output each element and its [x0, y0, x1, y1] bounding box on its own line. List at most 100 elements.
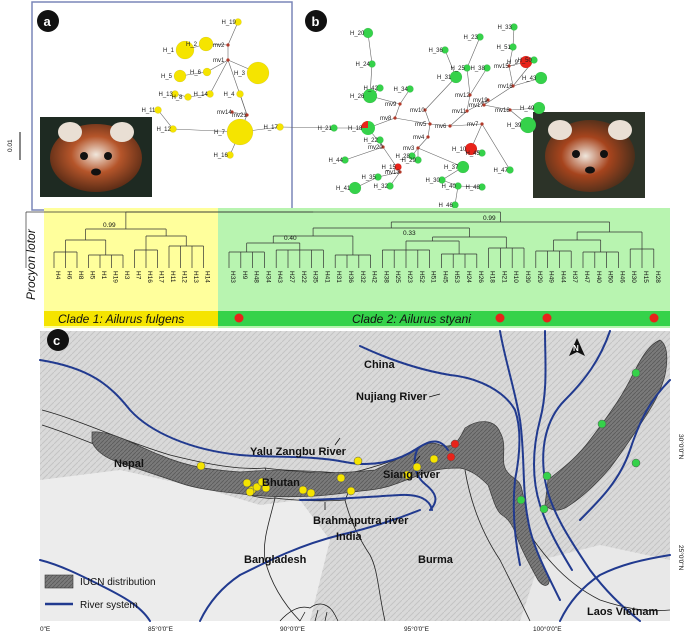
panel-c-label: c [53, 333, 60, 348]
lon-tick: 95°0'0"E [404, 625, 430, 633]
node-circle [478, 183, 486, 191]
clade2-label: Clade 2: Ailurus styani [352, 312, 471, 326]
tip-label: H19 [112, 271, 119, 283]
node-circle [226, 118, 254, 146]
node-label: H_10 [452, 147, 467, 153]
haplotype-node: H_2 [186, 36, 214, 52]
legend-iucn-label: IUCN distribution [80, 577, 156, 588]
node-circle [154, 106, 162, 114]
node-circle [448, 124, 452, 128]
node-label: H_9 [507, 60, 519, 66]
haplotype-node: H_33 [498, 23, 518, 31]
median-vector-node: mv11 [452, 109, 469, 115]
median-vector-node: mv1 [213, 58, 230, 64]
node-label: H_16 [214, 153, 229, 159]
network-edge [483, 104, 511, 111]
haplotype-node: H_20 [350, 27, 374, 39]
median-vector-node: mv2 [213, 43, 230, 49]
tip-label: H50 [607, 271, 614, 283]
network-edge [466, 94, 471, 112]
network-edge [209, 59, 229, 95]
sample-point [631, 368, 641, 378]
node-circle [476, 33, 484, 41]
sample-point [516, 495, 526, 505]
sample-point [336, 473, 346, 483]
haplotype-node: H_45 [466, 149, 486, 157]
network-edge [481, 123, 511, 171]
network-edge [206, 59, 229, 73]
network-edge [394, 103, 401, 119]
bootstrap-node-a: 0.40 [284, 235, 297, 242]
node-label: H_3 [234, 71, 246, 77]
tip-label: H46 [618, 271, 625, 283]
sample-points [196, 368, 641, 514]
tip-label: H16 [146, 271, 153, 283]
sample-point [245, 487, 255, 497]
node-circle [226, 58, 230, 62]
node-label: H_12 [157, 127, 172, 133]
tip-label: H53 [453, 271, 460, 283]
tip-label: H36 [347, 271, 354, 283]
network-edge [508, 65, 514, 87]
tip-label: H8 [77, 271, 84, 280]
network-edges [157, 21, 542, 206]
network-edge [417, 147, 464, 168]
node-label: H_13 [159, 92, 174, 98]
network-edge [227, 21, 239, 46]
tip-label: H12 [181, 271, 188, 283]
node-label: H_6 [190, 70, 202, 76]
map-panel: China Nujiang River Yalu Zangbu River Ne… [39, 329, 685, 633]
network-edge [344, 146, 384, 161]
haplotype-node: H_28 [396, 152, 416, 160]
label-laos-vietnam: Laos Vietnam [587, 606, 659, 618]
node-label: H_19 [222, 20, 237, 26]
node-circle [169, 125, 177, 133]
tip-label: H10 [512, 271, 519, 283]
haplotype-node: H_21 [318, 124, 338, 132]
tip-label: H22 [300, 271, 307, 283]
panel-a-badge [37, 10, 59, 32]
network-edge [466, 99, 489, 112]
haplotype-node: H_17 [264, 123, 284, 131]
node-circle [507, 64, 511, 68]
node-circle [506, 166, 514, 174]
tip-label: H17 [158, 271, 165, 283]
node-label: H_42 [364, 86, 379, 92]
node-label: mv21 [232, 113, 247, 119]
sample-point [242, 478, 252, 488]
median-vector-node: mv5 [415, 122, 432, 128]
node-label: H_11 [142, 108, 157, 114]
haplotype-node: H_16 [214, 151, 234, 159]
tip-label: H7 [135, 271, 142, 280]
haplotype-node: H_43 [522, 71, 548, 85]
node-circle [393, 116, 397, 120]
node-label: H_39 [507, 123, 522, 129]
node-circle [482, 103, 486, 107]
tip-label: H26 [477, 271, 484, 283]
sample-point [446, 452, 456, 462]
tip-label: H14 [204, 271, 211, 283]
node-label: H_14 [194, 92, 209, 98]
node-circle [376, 84, 384, 92]
haplotype-node: H_42 [364, 84, 384, 92]
clade1-label: Clade 1: Ailurus fulgens [58, 312, 184, 326]
node-label: mv20 [368, 145, 383, 151]
node-label: mv16 [498, 84, 513, 90]
node-circle [486, 98, 490, 102]
sample-point [539, 504, 549, 514]
node-circle [438, 176, 446, 184]
node-circle [246, 61, 270, 85]
haplotype-node: H_9 [507, 55, 533, 69]
haplotype-node: H_48 [466, 183, 486, 191]
lowland-area [520, 545, 670, 621]
node-label: H_18 [348, 126, 363, 132]
network-edge [466, 36, 481, 69]
node-circle [530, 56, 538, 64]
network-edge [424, 76, 457, 111]
outgroup-label: Procyon lotor [24, 228, 38, 300]
tip-label: H33 [229, 271, 236, 283]
haplotype-node: H_49 [520, 101, 546, 115]
